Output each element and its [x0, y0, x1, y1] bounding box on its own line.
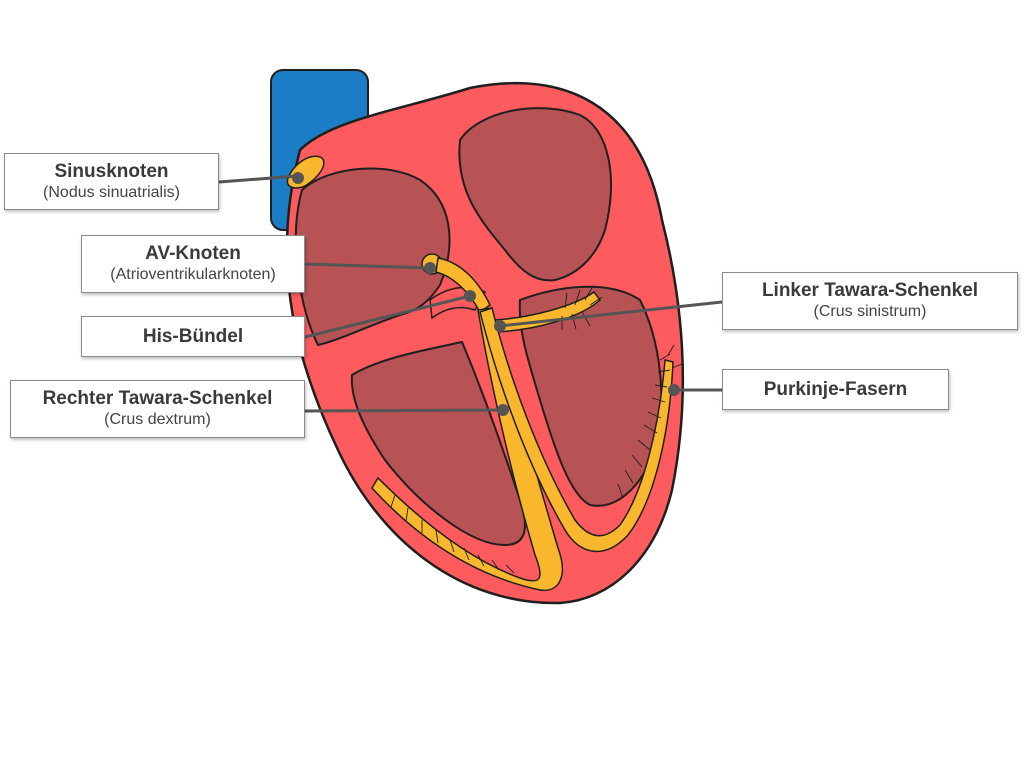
label-left-bundle-branch-subtitle: (Crus sinistrum) — [813, 303, 927, 320]
leader-line-his — [304, 294, 471, 339]
left-atrium — [458, 107, 612, 282]
anchor-dot-his — [464, 290, 476, 302]
label-sinus-node-title: Sinusknoten — [54, 160, 169, 182]
leader-line-sinus — [218, 174, 299, 184]
leader-line-av — [304, 262, 431, 270]
left-ventricle — [518, 285, 663, 507]
label-right-bundle-branch: Rechter Tawara-Schenkel (Crus dextrum) — [10, 380, 305, 438]
anchor-dot-purkinje — [668, 384, 680, 396]
label-his-bundle-title: His-Bündel — [142, 325, 244, 347]
leader-lines — [218, 174, 723, 413]
label-his-bundle: His-Bündel — [81, 316, 305, 357]
right-atrium — [294, 167, 451, 347]
label-av-node-title: AV-Knoten — [145, 243, 241, 264]
anchor-dots — [292, 172, 680, 416]
label-av-node-subtitle: (Atrioventrikularknoten) — [110, 266, 276, 283]
anchor-dot-av — [424, 262, 436, 274]
label-sinus-node: Sinusknoten (Nodus sinuatrialis) — [4, 153, 219, 210]
anchor-dot-sinus — [292, 172, 304, 184]
label-av-node: AV-Knoten (Atrioventrikularknoten) — [81, 235, 305, 293]
left-bundle-branch-upper — [493, 290, 602, 333]
purkinje-fibers — [390, 285, 683, 574]
left-bundle-branch — [479, 307, 674, 552]
label-left-bundle-branch: Linker Tawara-Schenkel (Crus sinistrum) — [722, 272, 1018, 330]
anchor-dot-left-branch — [494, 320, 506, 332]
label-left-bundle-branch-title: Linker Tawara-Schenkel — [761, 280, 979, 301]
leader-line-left-branch — [499, 300, 723, 328]
anchor-dot-right-branch — [497, 404, 509, 416]
label-right-bundle-branch-title: Rechter Tawara-Schenkel — [42, 388, 273, 409]
right-ventricle — [350, 340, 526, 547]
leader-line-right-branch — [304, 408, 504, 413]
label-right-bundle-branch-subtitle: (Crus dextrum) — [104, 411, 211, 428]
label-purkinje-fibers-title: Purkinje-Fasern — [763, 378, 908, 400]
label-sinus-node-subtitle: (Nodus sinuatrialis) — [43, 183, 180, 201]
label-purkinje-fibers: Purkinje-Fasern — [722, 369, 949, 410]
right-bundle-branch — [371, 307, 563, 591]
